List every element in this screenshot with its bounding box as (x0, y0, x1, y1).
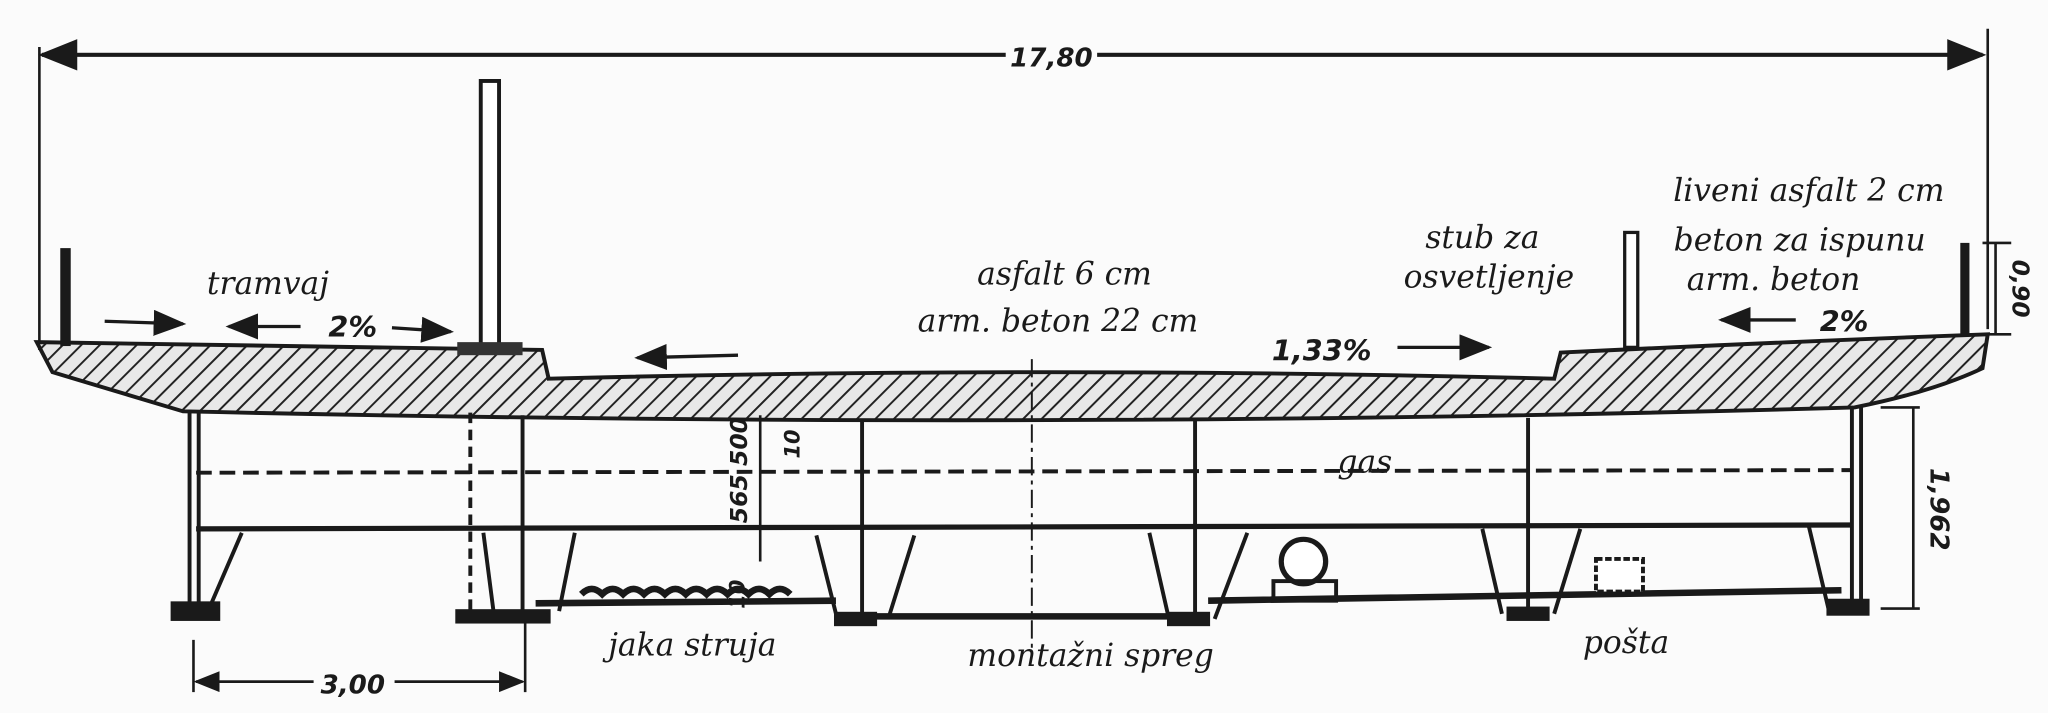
steel-girders (170, 359, 1870, 653)
bracing-label: montažni spreg (967, 638, 1213, 674)
girder-height-label: 1,962 (1923, 468, 1953, 551)
rc-deck-label: arm. beton 22 cm (918, 304, 1199, 340)
gas-pipe (1278, 536, 1329, 587)
tram-pole (478, 79, 502, 347)
total-width-label: 17,80 (1010, 44, 1093, 74)
total-width-dimension: 17,80 (38, 28, 1990, 350)
lamp-post-label-1: stub za (1425, 220, 1539, 256)
right-railing (1960, 242, 1970, 335)
flange-bottom-label: 10 (726, 580, 750, 609)
flange-top-label: 10 (780, 429, 804, 458)
power-cables (579, 585, 793, 599)
fill-concrete-label: beton za ispunu (1674, 223, 1926, 259)
girder-spacing-label: 3,00 (321, 670, 385, 700)
slope-mid-label: 1,33% (1272, 333, 1372, 367)
web-dims-label: 565 500 (725, 417, 753, 523)
slope-right-label: 2% (1820, 305, 1869, 339)
gas-label: gas (1337, 445, 1392, 481)
post-label: pošta (1583, 625, 1669, 661)
deck-slab (33, 332, 1991, 423)
cast-asphalt-label: liveni asfalt 2 cm (1673, 173, 1944, 209)
railing-height-label: 0,90 (2007, 260, 2035, 318)
lamp-post (1623, 230, 1640, 349)
post-cables (1594, 556, 1645, 594)
rc-label: arm. beton (1687, 262, 1861, 298)
slope-left-label: 2% (328, 310, 377, 344)
asphalt-label: asfalt 6 cm (977, 257, 1152, 293)
lamp-post-label-2: osvetljenje (1404, 259, 1574, 295)
power-label: jaka struja (602, 628, 776, 664)
left-railing (60, 248, 71, 347)
slope-arrows (104, 306, 1796, 371)
tram-label: tramvaj (207, 266, 329, 302)
